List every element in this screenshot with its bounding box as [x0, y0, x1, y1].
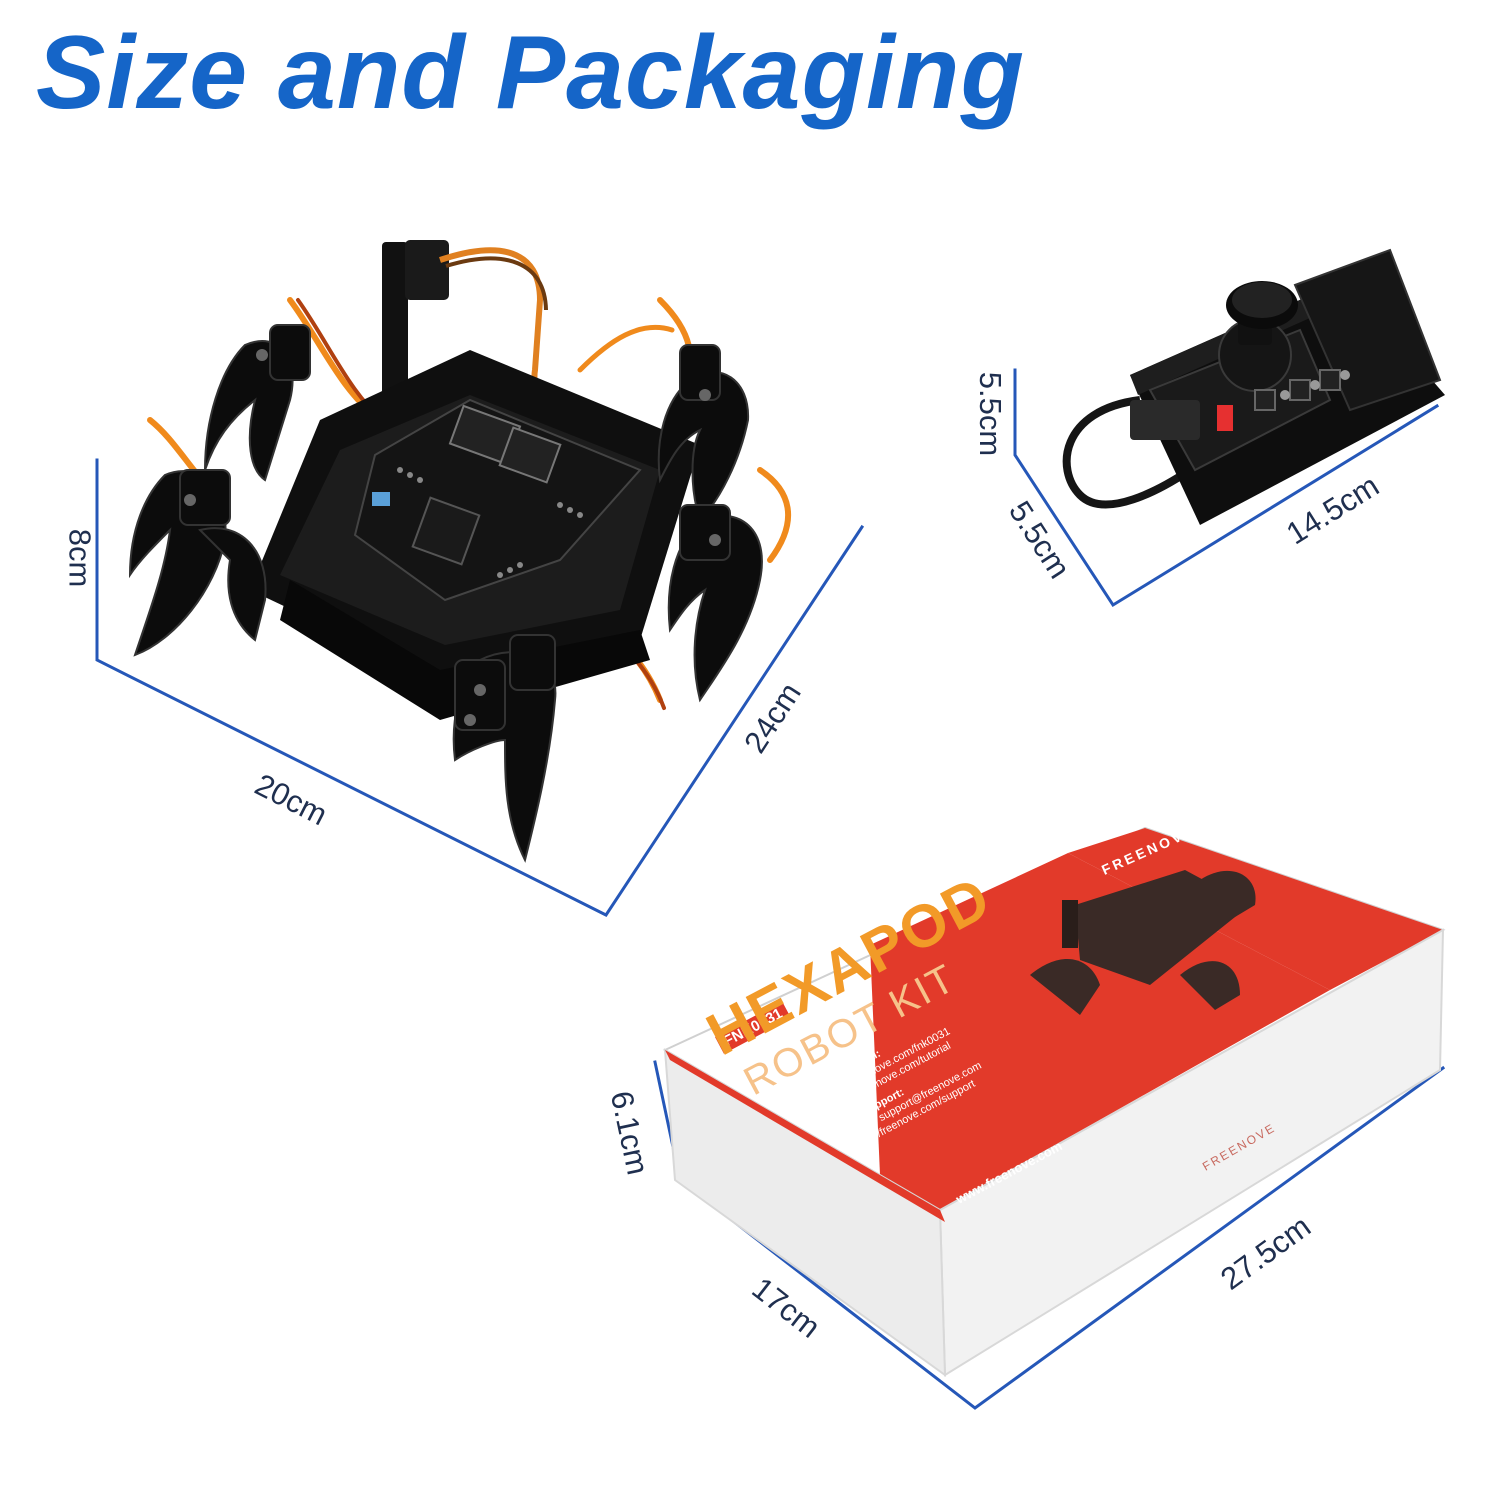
hexapod-robot	[128, 240, 791, 863]
box-robot-image	[1030, 870, 1256, 1015]
page-title: Size and Packaging	[36, 15, 1025, 131]
dimension-lines	[95, 368, 1446, 1410]
joystick-controller	[1062, 248, 1445, 525]
controller-height-label: 5.5cm	[973, 371, 1009, 457]
product-box	[662, 826, 1446, 1377]
robot-height-label: 8cm	[62, 528, 98, 588]
